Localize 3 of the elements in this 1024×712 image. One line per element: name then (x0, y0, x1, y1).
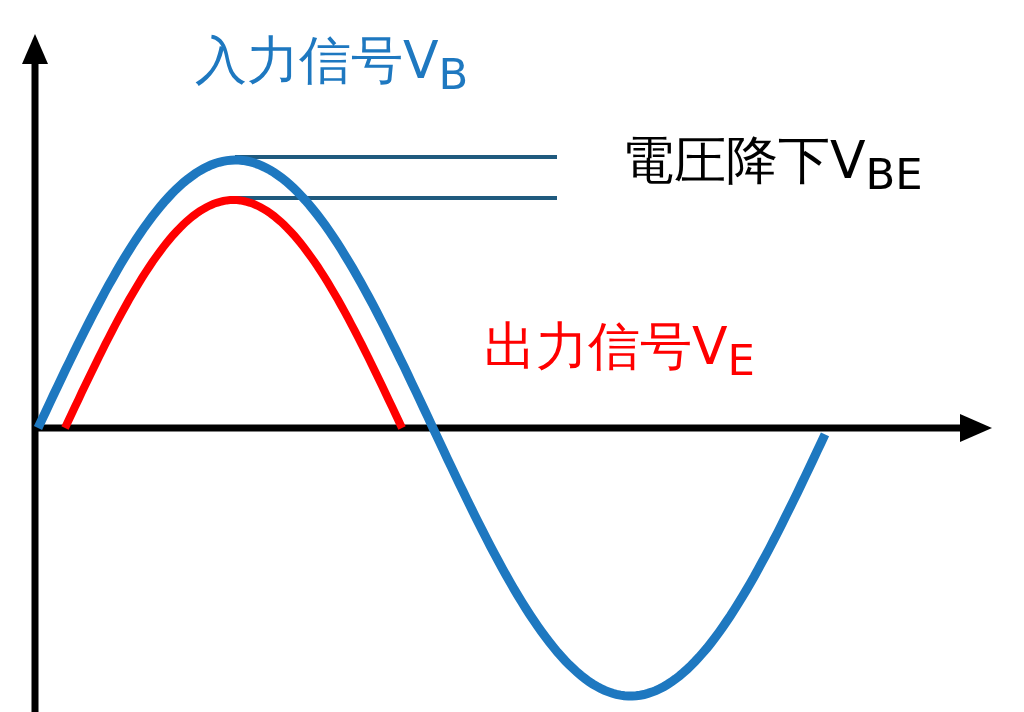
voltage-drop-label: 電圧降下V$_{BE}$ (622, 132, 923, 200)
curve-label: 入力信号V$_{B}$ (195, 32, 469, 100)
curve-label: 出力信号V$_{E}$ (484, 318, 755, 386)
